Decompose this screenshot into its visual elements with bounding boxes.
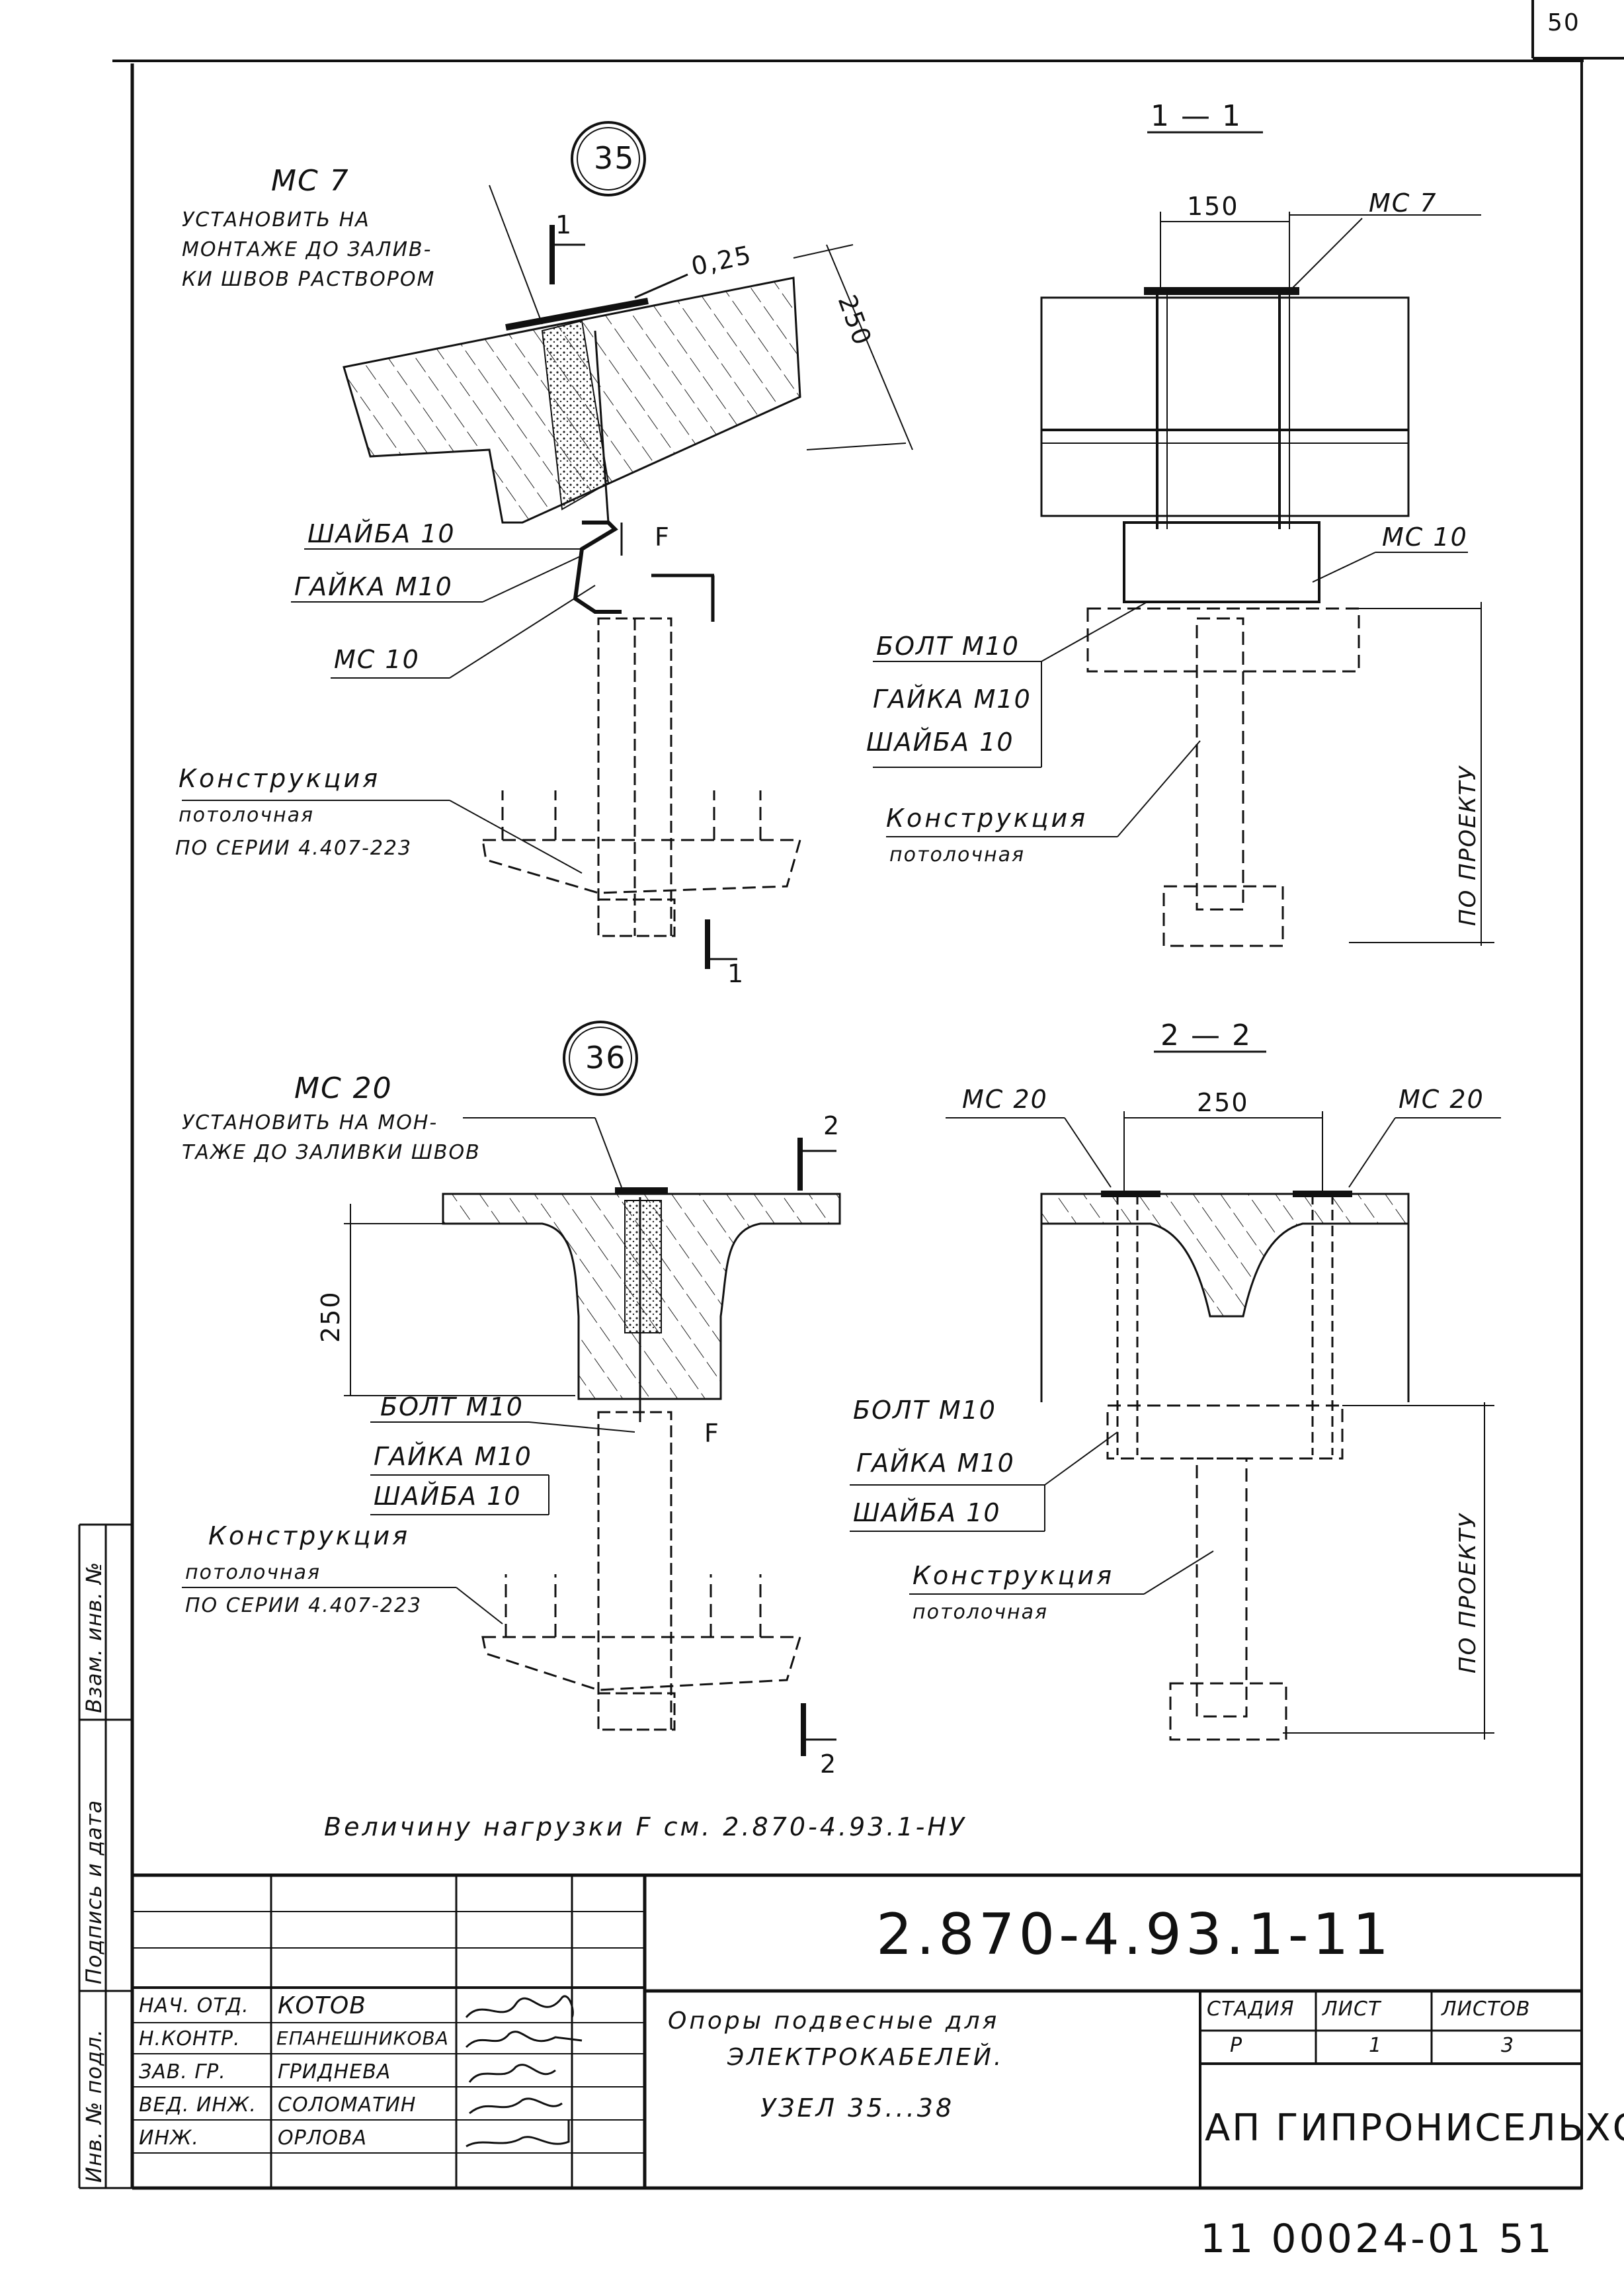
node-35-konstr-1: Конструкция xyxy=(179,764,381,793)
node-35-shaiba-label: Шайба 10 xyxy=(307,519,456,548)
organization-name: АП ГИПРОНИСЕЛЬХОЗ xyxy=(1205,2107,1624,2150)
node-35-section-mark-bottom: 1 xyxy=(727,959,745,988)
node-35-ms7-note-1: установить на xyxy=(182,208,370,232)
section-2-2-ms20-left: МС 20 xyxy=(962,1085,1048,1114)
node-36-ms20-note-1: установить на мон- xyxy=(182,1111,438,1134)
sheet-value: 1 xyxy=(1369,2034,1383,2057)
title-block-grid xyxy=(130,1335,1582,2188)
section-1-1-konstr-1: Конструкция xyxy=(886,804,1088,833)
section-2-2-bolt-label: Болт М10 xyxy=(853,1396,996,1425)
node-35-number: 35 xyxy=(594,140,635,176)
node-36-shaiba-label: Шайба 10 xyxy=(374,1482,522,1511)
node-35-ms10-label: МС 10 xyxy=(334,645,420,674)
title-line-2: электрокабелей. xyxy=(727,2044,1004,2071)
sheets-label: Листов xyxy=(1441,1998,1531,2021)
page-number-box xyxy=(1531,0,1624,60)
node-36-gaika-label: Гайка М10 xyxy=(374,1442,532,1471)
node-36-force-label: F xyxy=(704,1419,720,1448)
section-2-2-konstr-2: потолочная xyxy=(913,1601,1049,1624)
section-2-2-gaika-label: Гайка М10 xyxy=(856,1449,1015,1478)
title-line-1: Опоры подвесные для xyxy=(668,2007,1000,2035)
node-36-bolt-label: Болт М10 xyxy=(380,1392,524,1421)
node-35-force-label: F xyxy=(655,523,670,552)
document-code: 2.870-4.93.1-11 xyxy=(876,1902,1393,1968)
section-1-1-ms7-label: МС 7 xyxy=(1369,189,1438,218)
section-1-1-ms10-label: МС 10 xyxy=(1382,523,1468,552)
node-36-konstr-1: Конструкция xyxy=(208,1521,411,1550)
node-35-konstr-3: по серии 4.407-223 xyxy=(175,837,413,860)
node-36-ms20-label: МС 20 xyxy=(294,1072,393,1105)
node-35-ms7-note-3: ки швов раствором xyxy=(182,268,436,291)
section-1-1-shaiba-label: Шайба 10 xyxy=(866,728,1014,757)
node-36-konstr-3: по серии 4.407-223 xyxy=(185,1594,423,1617)
node-35-ms7-label: МС 7 xyxy=(271,164,350,198)
section-2-2-konstr-1: Конструкция xyxy=(913,1561,1115,1590)
title-line-3: Узел 35...38 xyxy=(760,2093,955,2123)
section-2-2-title: 2 — 2 xyxy=(1160,1019,1252,1052)
name-kotov: Котов xyxy=(278,1992,366,2019)
node-36-drawing xyxy=(182,1021,841,1756)
stage-value: Р xyxy=(1230,2034,1243,2057)
name-solomatin: Соломатин xyxy=(278,2093,417,2117)
node-36-ms20-note-2: таже до заливки швов xyxy=(182,1141,481,1164)
name-orlova: Орлова xyxy=(278,2127,367,2150)
role-zav-gr: Зав. гр. xyxy=(139,2060,226,2084)
node-36-section-mark-bottom: 2 xyxy=(820,1749,838,1779)
stage-label: Стадия xyxy=(1207,1998,1295,2021)
section-1-1-title: 1 — 1 xyxy=(1151,99,1242,133)
footer-code: 11 00024-01 51 xyxy=(1200,2216,1555,2262)
load-note: Величину нагрузки F см. 2.870-4.93.1-НУ xyxy=(324,1812,967,1841)
sheet-label: Лист xyxy=(1322,1998,1381,2021)
node-36-section-mark-top: 2 xyxy=(823,1111,841,1140)
section-1-1-konstr-2: потолочная xyxy=(889,843,1026,866)
section-1-1-bolt-label: Болт М10 xyxy=(876,632,1020,661)
node-35-ms7-note-2: монтаже до залив- xyxy=(182,238,432,261)
node-36-number: 36 xyxy=(585,1040,627,1075)
section-1-1-dim-150: 150 xyxy=(1187,192,1239,221)
node-36-konstr-2: потолочная xyxy=(185,1561,321,1584)
name-epaneshnikova: Епанешникова xyxy=(276,2027,449,2049)
section-2-2-ms20-right: МС 20 xyxy=(1399,1085,1484,1114)
section-2-2-shaiba-label: Шайба 10 xyxy=(853,1498,1001,1527)
role-inzh: Инж. xyxy=(139,2127,199,2150)
page-number: 50 xyxy=(1547,9,1580,36)
section-1-1-gaika-label: Гайка М10 xyxy=(873,685,1032,714)
section-2-2-dim-250: 250 xyxy=(1197,1088,1249,1117)
node-35-konstr-2: потолочная xyxy=(179,804,315,827)
node-35-drawing xyxy=(182,121,913,969)
role-nach-otd: Нач. отд. xyxy=(139,1994,249,2017)
role-n-kontr: Н.контр. xyxy=(139,2027,241,2050)
node-35-section-mark-top: 1 xyxy=(555,210,573,239)
section-1-1-drawing xyxy=(873,131,1494,947)
sheets-value: 3 xyxy=(1501,2034,1515,2057)
side-stamp-frame xyxy=(78,1523,132,2189)
node-35-gaika-label: Гайка М10 xyxy=(294,572,453,601)
name-gridneva: Гриднева xyxy=(278,2060,391,2084)
role-ved-inzh: Вед. инж. xyxy=(139,2093,257,2117)
section-2-2-drawing xyxy=(850,1050,1501,1741)
